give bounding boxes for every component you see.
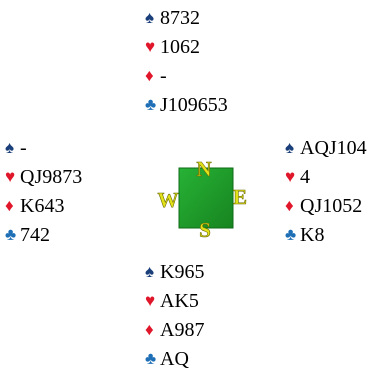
heart-icon: ♥ — [145, 291, 156, 310]
east-clubs: ♣ K8 — [285, 225, 367, 245]
south-hearts-cards: AK5 — [160, 290, 199, 312]
north-hearts-cards: 1062 — [160, 36, 200, 58]
spade-icon: ♠ — [5, 138, 15, 157]
diamond-icon: ♦ — [285, 196, 294, 215]
compass-icon: N W E S — [157, 157, 247, 243]
south-spades: ♠ K965 — [145, 262, 204, 282]
north-hearts: ♥ 1062 — [145, 37, 228, 57]
east-hearts-cards: 4 — [300, 166, 310, 188]
club-icon: ♣ — [145, 349, 157, 368]
west-hearts: ♥ QJ9873 — [5, 167, 82, 187]
east-diamonds: ♦ QJ1052 — [285, 196, 367, 216]
south-hand: ♠ K965 ♥ AK5 ♦ A987 ♣ AQ — [145, 262, 204, 378]
spade-icon: ♠ — [285, 138, 295, 157]
south-clubs-cards: AQ — [160, 348, 189, 370]
north-spades-cards: 8732 — [160, 7, 200, 29]
heart-icon: ♥ — [5, 167, 16, 186]
east-hearts: ♥ 4 — [285, 167, 367, 187]
east-hand: ♠ AQJ104 ♥ 4 ♦ QJ1052 ♣ K8 — [285, 138, 367, 254]
north-spades: ♠ 8732 — [145, 8, 228, 28]
diamond-icon: ♦ — [5, 196, 14, 215]
spade-icon: ♠ — [145, 262, 155, 281]
north-diamonds-cards: - — [160, 65, 167, 87]
compass-square — [178, 167, 234, 229]
spade-icon: ♠ — [145, 8, 155, 27]
east-clubs-cards: K8 — [300, 224, 325, 246]
diamond-icon: ♦ — [145, 66, 154, 85]
south-spades-cards: K965 — [160, 261, 205, 283]
east-spades-cards: AQJ104 — [300, 137, 367, 159]
compass-west-label: W — [158, 188, 179, 212]
club-icon: ♣ — [145, 95, 157, 114]
club-icon: ♣ — [5, 225, 17, 244]
east-spades: ♠ AQJ104 — [285, 138, 367, 158]
north-clubs: ♣ J109653 — [145, 95, 228, 115]
club-icon: ♣ — [285, 225, 297, 244]
south-clubs: ♣ AQ — [145, 349, 204, 369]
west-diamonds-cards: K643 — [20, 195, 65, 217]
diamond-icon: ♦ — [145, 320, 154, 339]
west-spades: ♠ - — [5, 138, 82, 158]
south-hearts: ♥ AK5 — [145, 291, 204, 311]
heart-icon: ♥ — [145, 37, 156, 56]
west-clubs: ♣ 742 — [5, 225, 82, 245]
south-diamonds: ♦ A987 — [145, 320, 204, 340]
compass-north-label: N — [196, 157, 211, 181]
compass-east-label: E — [233, 185, 247, 209]
west-clubs-cards: 742 — [20, 224, 50, 246]
north-diamonds: ♦ - — [145, 66, 228, 86]
north-clubs-cards: J109653 — [160, 94, 228, 116]
west-spades-cards: - — [20, 137, 27, 159]
east-diamonds-cards: QJ1052 — [300, 195, 363, 217]
south-diamonds-cards: A987 — [160, 319, 205, 341]
north-hand: ♠ 8732 ♥ 1062 ♦ - ♣ J109653 — [145, 8, 228, 124]
compass-south-label: S — [199, 218, 211, 242]
west-diamonds: ♦ K643 — [5, 196, 82, 216]
west-hearts-cards: QJ9873 — [20, 166, 83, 188]
west-hand: ♠ - ♥ QJ9873 ♦ K643 ♣ 742 — [5, 138, 82, 254]
heart-icon: ♥ — [285, 167, 296, 186]
